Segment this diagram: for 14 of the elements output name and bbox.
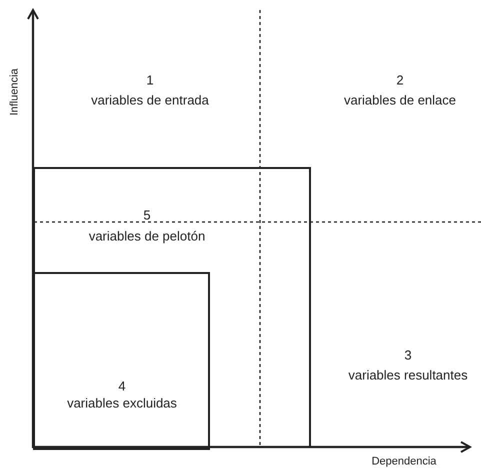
region-number: 5 bbox=[143, 208, 151, 222]
cluster-box bbox=[33, 167, 311, 448]
region-box bbox=[33, 272, 210, 450]
region-number: 2 bbox=[396, 72, 404, 88]
region-number: 4 bbox=[118, 378, 126, 394]
region-label: variables de entrada bbox=[91, 92, 209, 108]
region-label: variables de pelotón bbox=[88, 228, 206, 244]
region-number: 3 bbox=[404, 348, 412, 362]
region-label: variables resultantes bbox=[348, 368, 468, 382]
axis-label: Influencia bbox=[8, 68, 22, 116]
region-number: 1 bbox=[146, 72, 154, 88]
region-label: variables excluidas bbox=[67, 396, 177, 410]
region-label: variables de enlace bbox=[344, 92, 456, 108]
axis-label: Dependencia bbox=[372, 454, 436, 470]
